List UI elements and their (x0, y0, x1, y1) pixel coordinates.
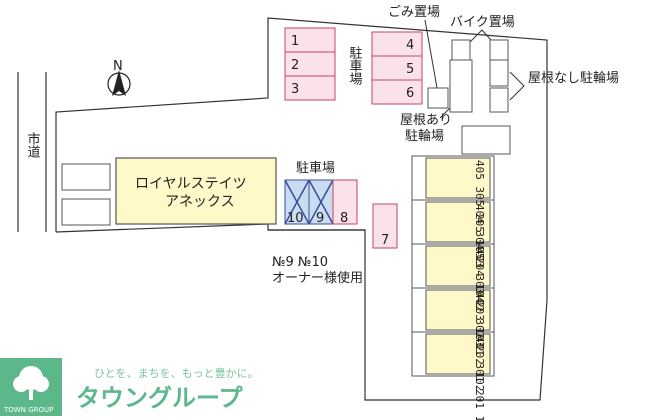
covered-leader (439, 107, 451, 119)
garbage-area (427, 87, 449, 109)
parking-space-5 (371, 55, 423, 81)
parking-number-9: 9 (316, 211, 324, 226)
garbage-leader (424, 19, 438, 89)
parking-center-label: 駐車場 (296, 161, 335, 176)
logo-tagline: ひとを、まちを、もっと豊かに。 (94, 367, 259, 380)
unit-hatch-5 (425, 157, 491, 199)
unit-numbers-row-5: 405 305 205 105 (473, 160, 486, 259)
parking-space-4 (371, 31, 423, 57)
parking-number-2: 2 (291, 58, 299, 73)
outbuilding-bottom (61, 198, 111, 226)
parking-space-8 (332, 179, 358, 225)
bike-area-a (451, 39, 471, 61)
covered-bicycle-label-1: 屋根あり (400, 113, 452, 128)
logo-name: タウングループ (76, 384, 244, 412)
parking-space-6 (371, 79, 423, 105)
unit-hatch-1 (425, 333, 491, 375)
tree-icon (13, 366, 49, 400)
uncovered-bicycle-area-b (489, 87, 509, 113)
building-name-line2: アネックス (165, 194, 235, 210)
unit-hatch-3 (425, 245, 491, 287)
parking-group-1-3: 1 2 3 (284, 27, 336, 101)
parking-group-4-6: 4 5 6 (371, 31, 423, 105)
north-label: N (113, 59, 123, 74)
covered-bicycle-label-2: 駐輪場 (405, 128, 444, 144)
north-pointer (112, 70, 126, 96)
parking-space-2 (284, 51, 336, 77)
unit-numbers-row-2: 402 302 202 102 (473, 292, 486, 391)
outbuilding-top (61, 163, 111, 191)
stair-area (461, 125, 511, 155)
reserved-mark-9b (308, 179, 334, 225)
unit-numbers-row-3: 403 303 203 103 (473, 248, 486, 347)
reserved-mark-10b (284, 179, 310, 225)
uncovered-bicycle-area-a (489, 59, 509, 87)
parking-number-6: 6 (406, 86, 414, 101)
building-name-line1: ロイヤルステイツ (135, 176, 247, 192)
garbage-label: ごみ置場 (388, 4, 440, 20)
city-road-label: 市道 (25, 131, 41, 158)
parking-space-7 (372, 203, 398, 249)
company-logo: TOWN GROUP ひとを、まちを、もっと豊かに。 タウングループ (0, 358, 259, 416)
uncovered-leader (509, 71, 525, 101)
north-arrow: N (107, 59, 131, 96)
owner-note-line2: オーナー様使用 (272, 270, 363, 286)
parking-top-label: 駐車場 (347, 46, 363, 85)
parking-number-3: 3 (291, 82, 299, 97)
parking-number-4: 4 (406, 38, 414, 53)
unit-hatch-4 (425, 201, 491, 243)
parking-space-3 (284, 75, 336, 101)
building-royal-states (115, 157, 277, 225)
site-boundary (55, 17, 548, 401)
bike-area-b (489, 39, 509, 61)
covered-bicycle-area (449, 59, 473, 113)
bike-parking-label: バイク置場 (450, 15, 515, 30)
parking-number-1: 1 (291, 34, 299, 49)
unit-numbers-row-4: 404 304 204 104 (473, 204, 486, 304)
parking-number-8: 8 (340, 211, 348, 226)
logo-english: TOWN GROUP (3, 406, 53, 414)
unit-hatch-2 (425, 289, 491, 331)
uncovered-bicycle-label-1: 屋根なし駐輪場 (528, 70, 619, 86)
apartment-block: 405 305 205 105 404 304 204 104 403 303 … (411, 155, 495, 420)
parking-number-7: 7 (381, 233, 389, 248)
parking-number-5: 5 (406, 62, 414, 77)
unit-numbers-row-1: 401 301 201 101 (473, 336, 486, 420)
owner-note-line1: №9 №10 (272, 255, 328, 270)
parking-number-10: 10 (287, 211, 304, 226)
